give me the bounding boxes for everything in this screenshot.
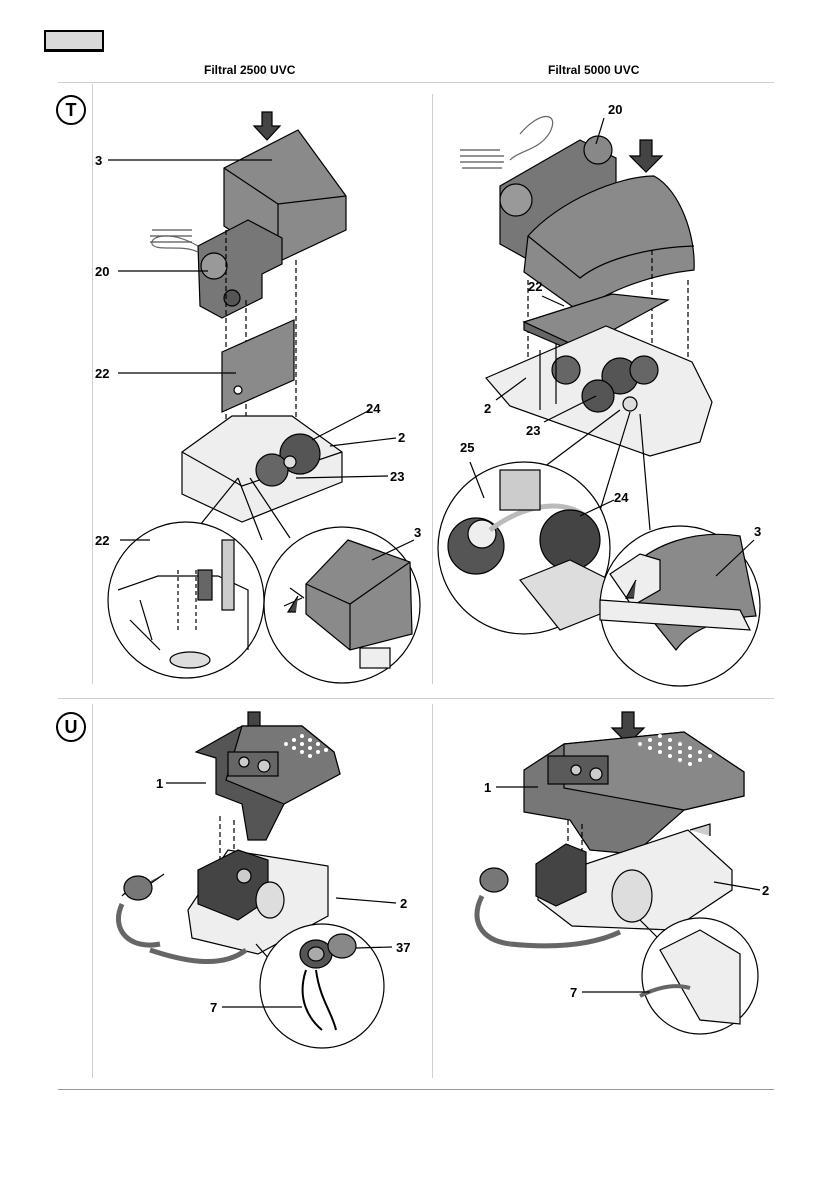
callout-t-right-22: 22 — [528, 280, 542, 293]
callout-t-right-24: 24 — [614, 491, 628, 504]
callout-u-left-1: 1 — [156, 777, 163, 790]
callout-u-right-1: 1 — [484, 781, 491, 794]
callout-u-left-2: 2 — [400, 897, 407, 910]
callout-t-left-2: 2 — [398, 431, 405, 444]
callout-t-right-3: 3 — [754, 525, 761, 538]
callout-u-right-2: 2 — [762, 884, 769, 897]
callout-t-left-3: 3 — [95, 154, 102, 167]
callout-t-left-23: 23 — [390, 470, 404, 483]
callout-t-left-22-detail: 22 — [95, 534, 109, 547]
callout-t-left-3-detail: 3 — [414, 526, 421, 539]
callout-t-left-20: 20 — [95, 265, 109, 278]
u-left-drawing — [118, 712, 396, 1048]
callout-t-right-23: 23 — [526, 424, 540, 437]
t-left-drawing — [108, 112, 420, 683]
callout-u-left-7: 7 — [210, 1001, 217, 1014]
callout-u-right-7: 7 — [570, 986, 577, 999]
u-right-drawing — [477, 712, 760, 1034]
callout-u-left-37: 37 — [396, 941, 410, 954]
callout-t-left-22: 22 — [95, 367, 109, 380]
callout-t-left-24: 24 — [366, 402, 380, 415]
callout-t-right-2: 2 — [484, 402, 491, 415]
callout-t-right-20: 20 — [608, 103, 622, 116]
callout-t-right-25: 25 — [460, 441, 474, 454]
